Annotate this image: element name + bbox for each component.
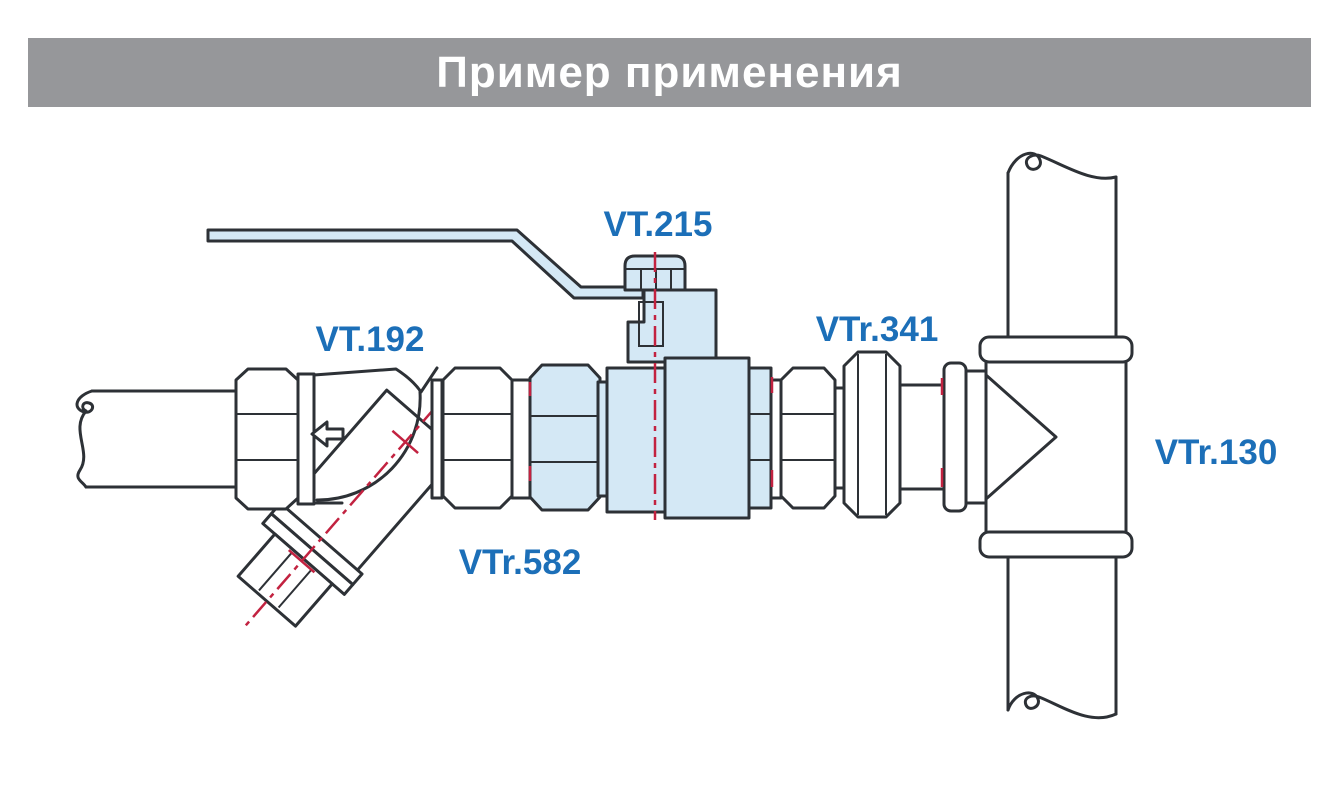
header-bar: Пример применения [28, 38, 1311, 107]
valve-bonnet [626, 288, 718, 364]
inlet-pipe [75, 389, 238, 489]
coupling-nut [430, 366, 532, 510]
part-labels: VT.215 VT.192 VTr.341 VTr.130 VTr.582 [316, 205, 1278, 582]
valve-handle [206, 228, 645, 300]
flow-direction-arrow-icon [310, 420, 345, 448]
label-tee: VTr.130 [1155, 433, 1278, 472]
label-fitting: VTr.582 [459, 543, 582, 582]
strainer-centerline [244, 405, 438, 627]
union-fitting [769, 350, 946, 519]
label-union: VTr.341 [816, 310, 939, 349]
header-title: Пример применения [436, 47, 903, 97]
tee-fitting [942, 151, 1134, 720]
seam-marks [528, 377, 944, 487]
label-ball-valve: VT.215 [604, 205, 713, 244]
strainer-body [234, 366, 439, 511]
ball-valve [206, 228, 773, 520]
label-strainer: VT.192 [316, 320, 425, 359]
